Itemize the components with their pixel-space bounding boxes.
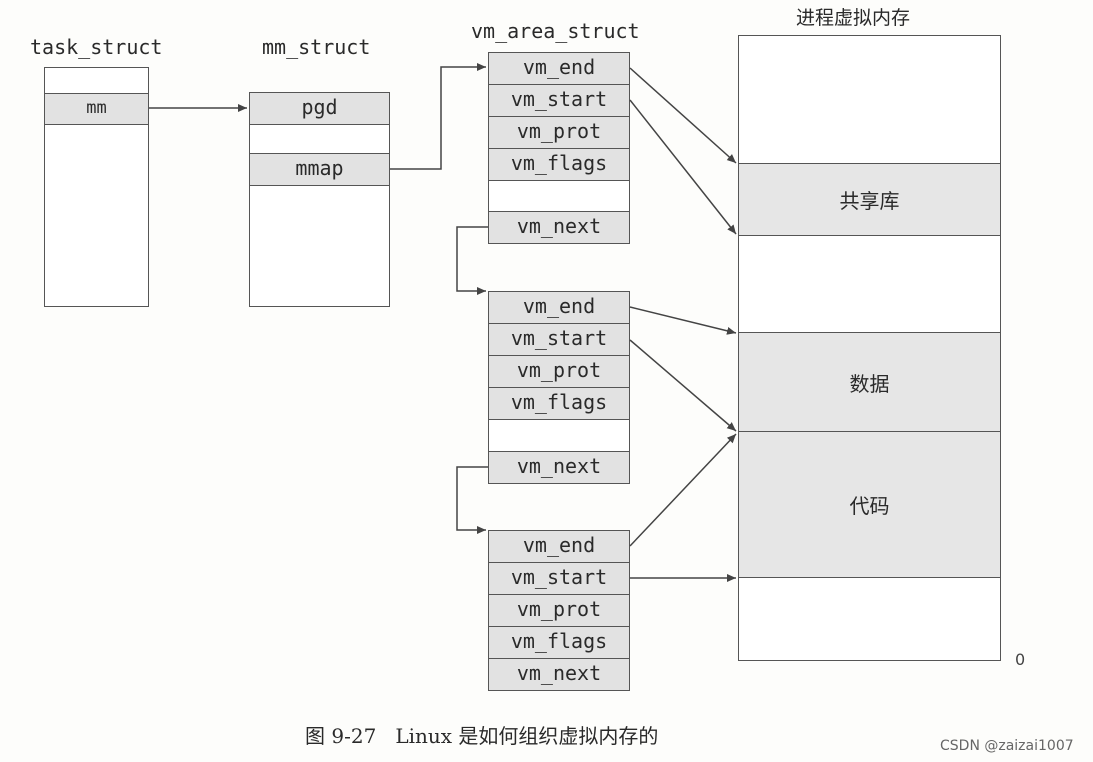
vm-area-struct-label: vm_area_struct bbox=[471, 19, 640, 43]
vm-area-2-end-arrow bbox=[629, 306, 737, 335]
vm-area-2-end: vm_end bbox=[488, 291, 630, 324]
vm-area-1-next: vm_next bbox=[488, 211, 630, 244]
mm-struct-mmap-field: mmap bbox=[249, 153, 390, 186]
vm-area-2-next: vm_next bbox=[488, 451, 630, 484]
vm-area-3-end: vm_end bbox=[488, 530, 630, 563]
vm-area-3-prot: vm_prot bbox=[488, 594, 630, 627]
task-struct-label: task_struct bbox=[30, 35, 163, 59]
code-region: 代码 bbox=[738, 431, 1001, 578]
vm-area-3-end-arrow bbox=[629, 433, 737, 547]
process-virtual-memory-label: 进程虚拟内存 bbox=[796, 7, 911, 29]
vm-area-2-prot: vm_prot bbox=[488, 355, 630, 388]
vm-area-2-blank bbox=[488, 419, 630, 452]
vm-area-1-blank bbox=[488, 180, 630, 213]
vm-area-1-end: vm_end bbox=[488, 52, 630, 85]
task-struct-mm-field: mm bbox=[44, 93, 149, 125]
mmap-pointer-arrow bbox=[390, 63, 486, 170]
vm-next-1-arrow bbox=[456, 226, 488, 295]
vm-area-1-start: vm_start bbox=[488, 84, 630, 117]
vm-area-1-flags: vm_flags bbox=[488, 148, 630, 181]
watermark: CSDN @zaizai1007 bbox=[940, 738, 1074, 754]
mm-struct-label: mm_struct bbox=[262, 35, 371, 59]
address-zero-label: 0 bbox=[1015, 650, 1026, 669]
vm-area-2-start: vm_start bbox=[488, 323, 630, 356]
vm-area-1-prot: vm_prot bbox=[488, 116, 630, 149]
vm-area-1-start-arrow bbox=[629, 99, 737, 235]
mm-struct-pgd-field: pgd bbox=[249, 92, 390, 125]
vm-area-3-start: vm_start bbox=[488, 562, 630, 595]
vm-next-2-arrow bbox=[456, 466, 488, 534]
mm-struct-box bbox=[249, 92, 390, 307]
vm-area-1-end-arrow bbox=[629, 67, 737, 164]
vm-area-2-start-arrow bbox=[629, 339, 737, 432]
shared-library-region: 共享库 bbox=[738, 163, 1001, 236]
vm-area-3-next: vm_next bbox=[488, 658, 630, 691]
vm-area-2-flags: vm_flags bbox=[488, 387, 630, 420]
figure-caption: 图 9-27 Linux 是如何组织虚拟内存的 bbox=[305, 724, 659, 748]
